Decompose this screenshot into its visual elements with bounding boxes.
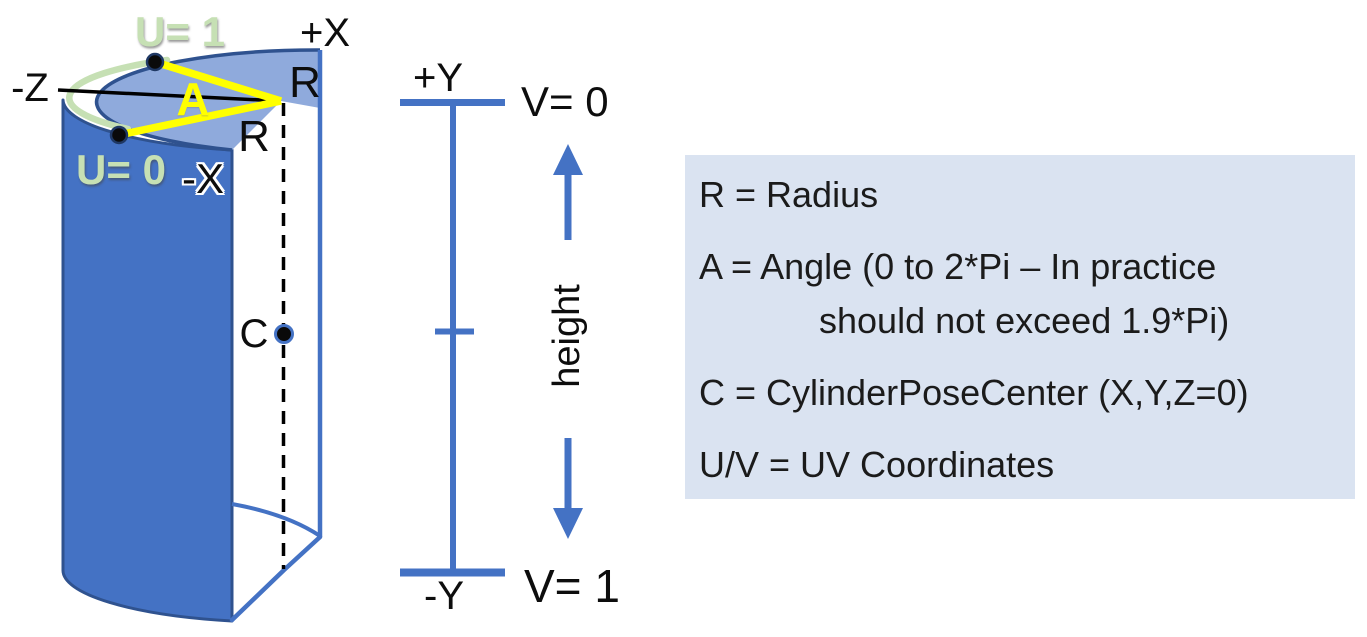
label-center-c: C bbox=[240, 312, 269, 356]
label-minus-z: -Z bbox=[11, 66, 49, 110]
label-u1: U= 1 bbox=[135, 8, 225, 55]
point-c bbox=[274, 324, 294, 344]
label-plus-x: +X bbox=[300, 11, 350, 55]
legend-angle-line2: should not exceed 1.9*Pi) bbox=[819, 300, 1230, 341]
uv-seam-arc bbox=[66, 56, 171, 133]
point-u0 bbox=[109, 125, 129, 145]
label-radius-top: R bbox=[289, 58, 321, 107]
legend-radius: R = Radius bbox=[699, 174, 879, 215]
legend-uv: U/V = UV Coordinates bbox=[699, 444, 1055, 485]
label-v0: V= 0 bbox=[521, 78, 609, 125]
label-minus-x: -X bbox=[182, 155, 224, 202]
bottom-cut-edges bbox=[229, 534, 323, 623]
label-plus-y: +Y bbox=[413, 56, 463, 100]
radius-line-u0 bbox=[118, 97, 282, 139]
legend-angle-line1: A = Angle (0 to 2*Pi – In practice bbox=[699, 246, 1217, 287]
legend-center: C = CylinderPoseCenter (X,Y,Z=0) bbox=[699, 372, 1249, 413]
radius-line-u1 bbox=[153, 58, 283, 105]
label-radius-front: R bbox=[238, 112, 270, 161]
up-arrow-icon bbox=[553, 144, 583, 240]
legend-angle: A = Angle (0 to 2*Pi – In practice shoul… bbox=[699, 240, 1337, 348]
label-v1: V= 1 bbox=[524, 560, 620, 612]
point-u1 bbox=[145, 52, 165, 72]
label-angle: A bbox=[176, 73, 209, 125]
label-minus-y: -Y bbox=[424, 574, 464, 618]
legend-box: R = Radius A = Angle (0 to 2*Pi – In pra… bbox=[685, 155, 1355, 499]
label-height: height bbox=[546, 284, 588, 388]
down-arrow-icon bbox=[553, 438, 583, 539]
inner-bottom-rim-arc bbox=[231, 502, 322, 538]
label-u0: U= 0 bbox=[76, 146, 166, 193]
diameter-line bbox=[57, 88, 282, 103]
